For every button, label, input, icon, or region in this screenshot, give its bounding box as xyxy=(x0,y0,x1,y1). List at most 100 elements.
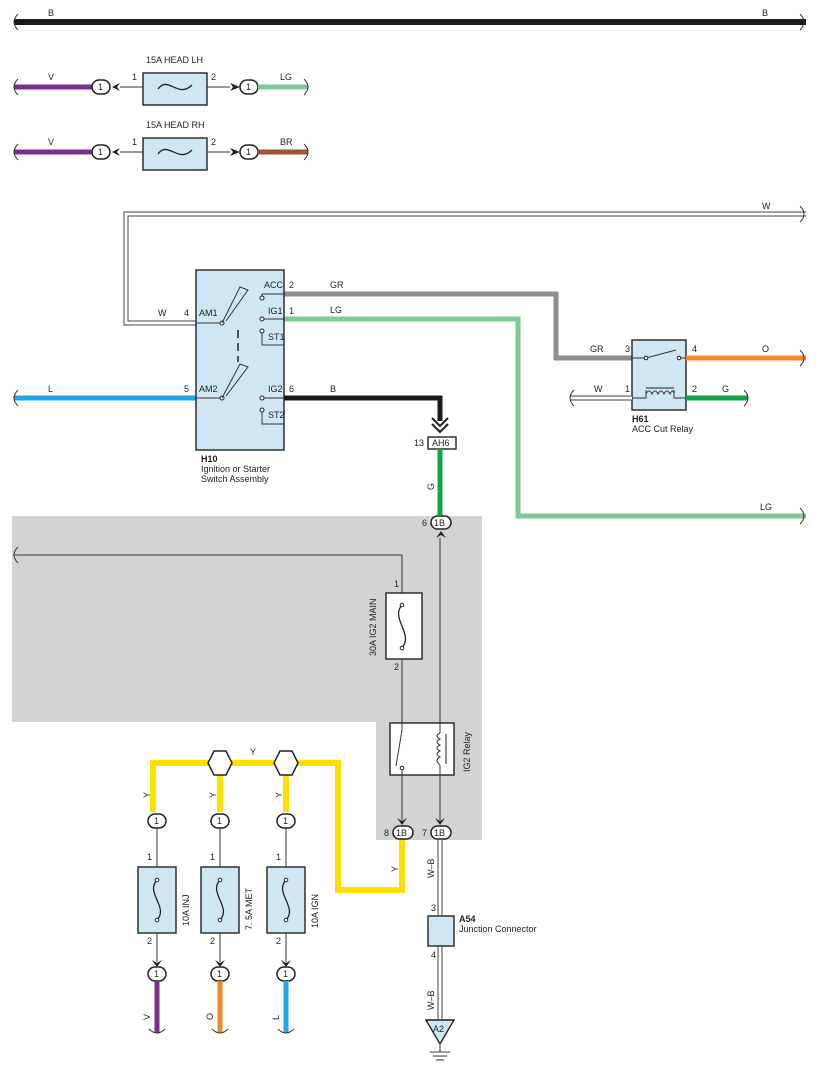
pin-number: 1 xyxy=(210,852,215,862)
relay-block-shading xyxy=(12,516,482,840)
wire-label: W xyxy=(594,384,603,394)
relay-label: IG2 Relay xyxy=(462,731,472,772)
wire-label: LG xyxy=(760,502,772,512)
fuse-label: 15A HEAD LH xyxy=(146,55,203,65)
wire-label: B xyxy=(762,8,768,18)
pin-number: 2 xyxy=(276,936,281,946)
wire-label: G xyxy=(722,384,729,394)
fuse-label: 10A IGN xyxy=(310,894,320,928)
ig2-relay: IG2 Relay xyxy=(389,538,472,825)
wire-label: Y xyxy=(208,792,218,798)
fuse-label: 30A IG2 MAIN xyxy=(368,598,378,656)
terminal-label: IG2 xyxy=(268,384,283,394)
terminal-label: AM2 xyxy=(199,384,218,394)
component-name: ACC Cut Relay xyxy=(632,424,694,434)
fuse-head-lh: V 1 1 15A HEAD LH 2 1 LG xyxy=(13,55,309,106)
pin-number: 1 xyxy=(276,852,281,862)
pin-number: 2 xyxy=(211,137,216,147)
pin-number: 2 xyxy=(210,936,215,946)
ground-bus-wire: B B xyxy=(13,8,806,31)
connector-ah6: AH6 13 G xyxy=(414,436,457,515)
pin-number: 2 xyxy=(211,72,216,82)
connector-pin: 1 xyxy=(246,147,251,157)
pin-number: 1 xyxy=(625,384,630,394)
acc-cut-relay-h61: O W G 3 4 1 2 H61 ACC Cut Relay xyxy=(569,339,806,434)
connector-1b-top: 1B 6 xyxy=(422,515,452,538)
wire-label: V xyxy=(48,72,54,82)
pin-number: 3 xyxy=(431,903,436,913)
pin-number: 3 xyxy=(625,344,630,354)
ignition-switch-h10: AM1 AM2 ACC IG1 ST1 IG2 ST2 2 1 6 H10 Ig… xyxy=(195,269,294,484)
gr-wire: GR GR xyxy=(284,280,632,361)
connector-pin: 1 xyxy=(283,816,288,826)
pin-number: 2 xyxy=(692,384,697,394)
fuse-label: 10A INJ xyxy=(181,894,191,926)
component-name: Ignition or Starter xyxy=(201,464,270,474)
wire-label: L xyxy=(271,1015,281,1020)
pin-number: 13 xyxy=(414,438,424,448)
wire-label: O xyxy=(762,344,769,354)
wire-label: V xyxy=(142,1014,152,1020)
wire-label: B xyxy=(330,384,336,394)
connector-pin: 1 xyxy=(98,82,103,92)
wire-label: W xyxy=(762,201,771,211)
pin-number: 1 xyxy=(132,137,137,147)
component-id: H61 xyxy=(632,414,649,424)
terminal-label: ST1 xyxy=(268,332,285,342)
ig2-main-circuit: 1 30A IG2 MAIN 2 xyxy=(13,546,423,723)
pin-number: 7 xyxy=(422,828,427,838)
fuse-ign: 1 1 10A IGN 2 1 L xyxy=(266,813,320,1034)
wire-label: W xyxy=(158,308,167,318)
pin-number: 2 xyxy=(394,662,399,672)
pin-number: 6 xyxy=(289,384,294,394)
pin-number: 6 xyxy=(422,518,427,528)
wire-label: GR xyxy=(590,344,604,354)
fuse-label: 7. 5A MET xyxy=(244,887,254,930)
pin-number: 4 xyxy=(184,308,189,318)
yellow-wire-network: Y Y Y Y Y xyxy=(142,747,405,893)
wire-label: Y xyxy=(274,792,284,798)
connector-label: 1B xyxy=(396,828,407,838)
pin-number: 1 xyxy=(394,579,399,589)
fuse-label: 15A HEAD RH xyxy=(146,120,205,130)
connector-pin: 1 xyxy=(154,816,159,826)
wire-label: O xyxy=(205,1013,215,1020)
connector-pin: 1 xyxy=(217,816,222,826)
component-id: A54 xyxy=(459,914,476,924)
b-wire-ig2: B xyxy=(284,384,449,434)
wire-label: GR xyxy=(330,280,344,290)
fuse-inj: 1 1 10A INJ 2 1 V xyxy=(137,813,191,1034)
fuse-head-rh: V 1 1 15A HEAD RH 2 1 BR xyxy=(13,120,309,171)
terminal-label: ST2 xyxy=(268,410,285,420)
wire-label: LG xyxy=(330,305,342,315)
fuse-met: 1 1 7. 5A MET 2 1 O xyxy=(200,813,254,1034)
connector-1b-bottom: 1B 8 1B 7 xyxy=(384,825,452,840)
connector-pin: 1 xyxy=(98,147,103,157)
connector-label: 1B xyxy=(434,828,445,838)
pin-number: 4 xyxy=(431,950,436,960)
wire-label: Y xyxy=(390,866,400,872)
component-id: H10 xyxy=(201,454,218,464)
wire-label: V xyxy=(48,137,54,147)
white-wire-loop: W W 4 xyxy=(123,201,806,326)
pin-number: 4 xyxy=(692,344,697,354)
pin-number: 1 xyxy=(132,72,137,82)
pin-number: 2 xyxy=(147,936,152,946)
lg-wire: LG LG xyxy=(284,305,806,525)
terminal-label: IG1 xyxy=(268,306,283,316)
terminal-label: ACC xyxy=(264,280,284,290)
wire-label: Y xyxy=(142,792,152,798)
wire-label: Y xyxy=(250,747,256,757)
connector-label: 1B xyxy=(434,518,445,528)
connector-label: AH6 xyxy=(432,438,450,448)
connector-pin: 1 xyxy=(246,82,251,92)
pin-number: 1 xyxy=(289,306,294,316)
ground-circuit: W–B 3 A54 Junction Connector 4 W–B A2 xyxy=(424,840,537,1061)
pin-number: 5 xyxy=(184,384,189,394)
terminal-label: AM1 xyxy=(199,308,218,318)
wire-label: LG xyxy=(280,72,292,82)
wire-label: L xyxy=(48,384,53,394)
l-wire: L 5 xyxy=(13,384,196,407)
connector-pin: 1 xyxy=(154,969,159,979)
wire-label: W–B xyxy=(426,990,436,1010)
